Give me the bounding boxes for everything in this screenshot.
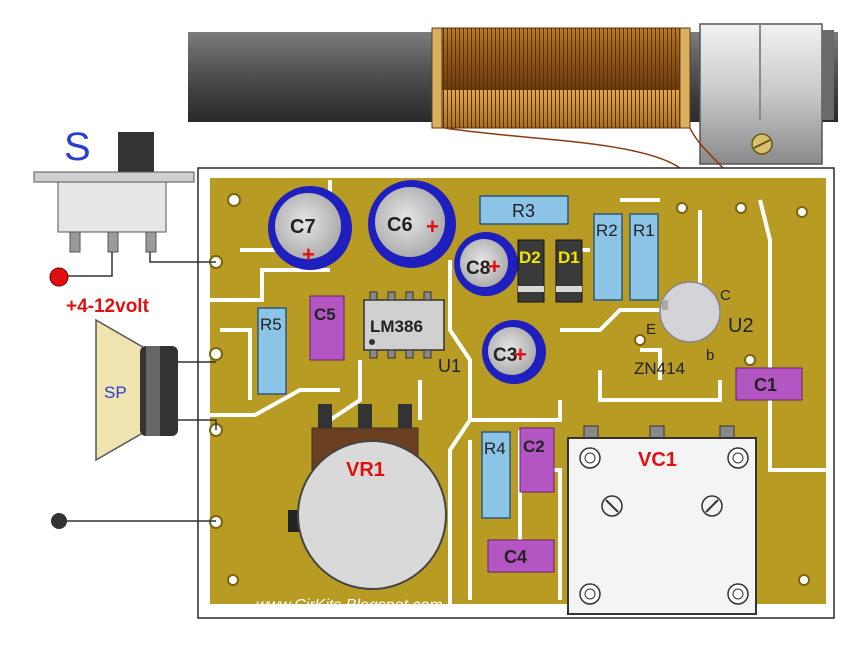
ic-lm386: LM386 U1 xyxy=(363,291,461,376)
positive-terminal xyxy=(49,267,69,287)
svg-text:R3: R3 xyxy=(512,201,535,221)
resistor-r1: R1 xyxy=(629,213,659,301)
watermark: www.CirKits.Blogspot.com xyxy=(256,597,443,614)
capacitor-c3: C3 + xyxy=(482,320,546,384)
svg-text:+: + xyxy=(488,254,501,279)
switch-label: S xyxy=(64,125,91,169)
svg-text:C: C xyxy=(720,287,731,304)
vc1-label: VC1 xyxy=(638,449,677,471)
svg-text:+: + xyxy=(514,342,527,367)
power-switch[interactable]: S xyxy=(33,125,195,253)
diode-d2: D2 xyxy=(517,239,545,303)
svg-text:C8: C8 xyxy=(466,258,490,279)
vr1-label: VR1 xyxy=(346,459,385,481)
svg-text:C5: C5 xyxy=(314,305,336,324)
capacitor-c5: C5 xyxy=(309,295,345,361)
speaker: SP xyxy=(95,318,178,462)
ic-zn414: C E b U2 ZN414 xyxy=(634,281,754,378)
svg-text:R4: R4 xyxy=(484,439,506,458)
ferrite-rod-end xyxy=(822,30,834,120)
capacitor-c7: C7 + xyxy=(268,186,352,270)
svg-text:b: b xyxy=(706,347,714,364)
svg-text:LM386: LM386 xyxy=(370,317,423,336)
switch-wire xyxy=(149,252,216,263)
svg-text:+: + xyxy=(426,214,439,239)
svg-text:C6: C6 xyxy=(387,214,413,236)
svg-text:C3: C3 xyxy=(493,345,517,366)
svg-text:R1: R1 xyxy=(633,221,655,240)
capacitor-c8: C8 + xyxy=(454,232,518,296)
supply-voltage-label: +4-12volt xyxy=(66,296,150,317)
capacitor-c6: C6 + xyxy=(368,180,456,268)
capacitor-c2: C2 xyxy=(519,427,555,493)
svg-text:C4: C4 xyxy=(504,547,527,567)
antenna-coil xyxy=(431,27,688,129)
coil-former-right xyxy=(679,27,691,129)
svg-text:U2: U2 xyxy=(728,315,754,337)
svg-text:ZN414: ZN414 xyxy=(634,359,685,378)
svg-text:R5: R5 xyxy=(260,315,282,334)
resistor-r4: R4 xyxy=(481,431,511,519)
supply-wire xyxy=(60,252,113,277)
coil-lead-1 xyxy=(444,127,683,207)
resistor-r2: R2 xyxy=(593,213,623,301)
svg-text:U1: U1 xyxy=(438,356,461,376)
switch-lever[interactable] xyxy=(118,132,154,174)
svg-text:D2: D2 xyxy=(519,248,541,267)
capacitor-c1: C1 xyxy=(735,367,803,401)
speaker-label: SP xyxy=(104,383,127,402)
ground-terminal xyxy=(51,513,67,529)
tuning-capacitor-vc1[interactable]: VC1 xyxy=(567,425,757,615)
svg-text:C2: C2 xyxy=(523,437,545,456)
capacitor-c4: C4 xyxy=(487,539,555,573)
volume-pot-vr1[interactable]: VR1 xyxy=(288,404,447,590)
svg-text:D1: D1 xyxy=(558,248,580,267)
coil-former-left xyxy=(431,27,443,129)
svg-text:R2: R2 xyxy=(596,221,618,240)
diode-d1: D1 xyxy=(555,239,583,303)
resistor-r5: R5 xyxy=(257,307,287,395)
ferrite-antenna xyxy=(188,23,838,165)
svg-text:C1: C1 xyxy=(754,375,777,395)
svg-text:E: E xyxy=(646,321,656,338)
resistor-r3: R3 xyxy=(479,195,569,225)
svg-text:+: + xyxy=(302,242,315,267)
svg-text:C7: C7 xyxy=(290,216,316,238)
